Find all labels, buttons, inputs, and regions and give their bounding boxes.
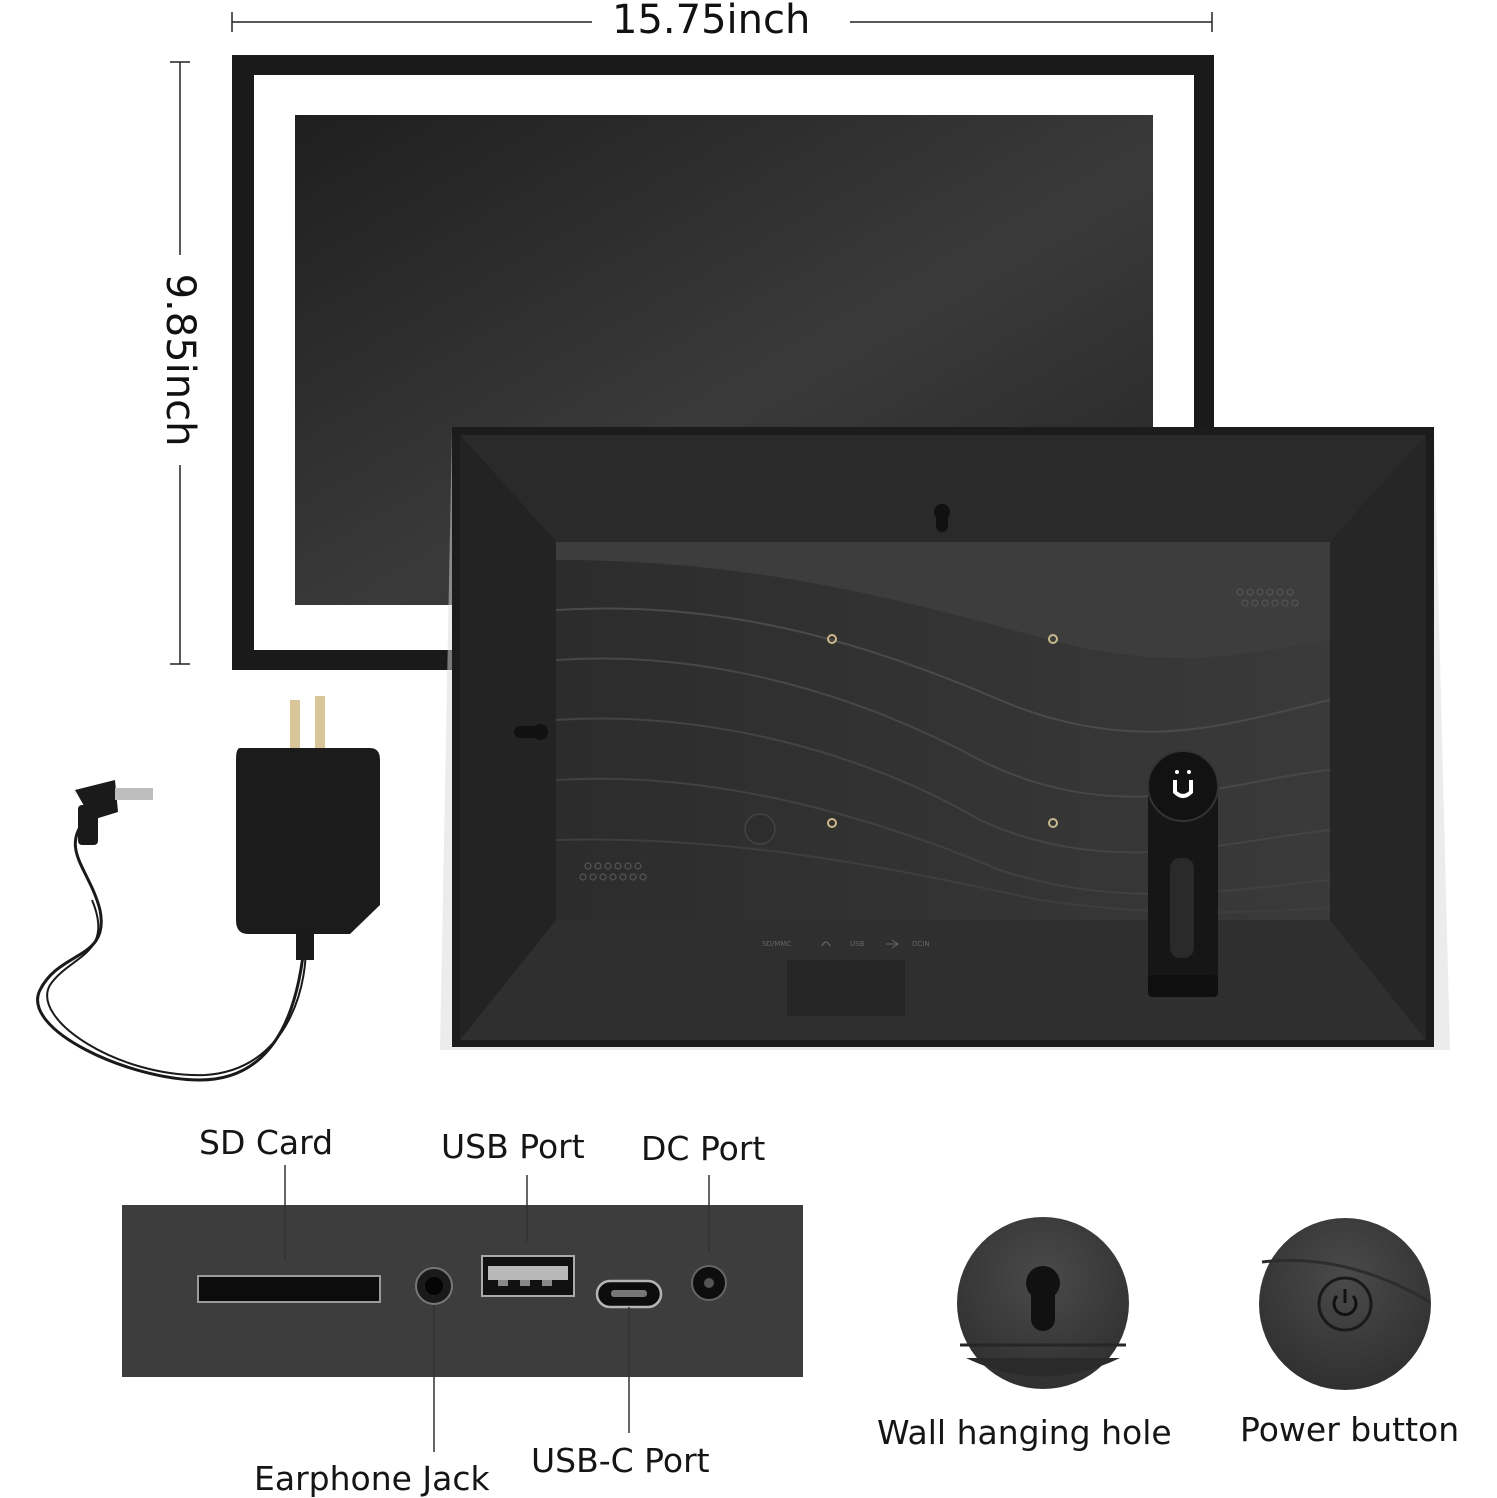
sd-card-label: SD Card bbox=[199, 1123, 334, 1162]
port-marking-icons bbox=[821, 939, 899, 949]
power-button-label: Power button bbox=[1240, 1410, 1460, 1449]
u-logo-icon bbox=[1173, 770, 1193, 798]
usb-port-label: USB Port bbox=[441, 1127, 585, 1166]
power-button-detail bbox=[1259, 1218, 1431, 1390]
speaker-grille-icon bbox=[1236, 588, 1299, 607]
marking-dcin: DCIN bbox=[912, 940, 930, 948]
stand bbox=[1147, 750, 1219, 997]
dc-port-label: DC Port bbox=[641, 1129, 766, 1168]
power-icon bbox=[1332, 1289, 1358, 1316]
width-label: 15.75inch bbox=[612, 0, 811, 43]
wall-hanging-hole-label: Wall hanging hole bbox=[877, 1413, 1172, 1452]
marking-sdmmc: SD/MMC bbox=[762, 940, 791, 948]
width-dimension bbox=[231, 12, 1213, 32]
keyhole-icon bbox=[1026, 1266, 1060, 1331]
height-dimension bbox=[170, 61, 190, 665]
usb-c-port-label: USB-C Port bbox=[531, 1441, 710, 1480]
wall-hanging-hole-detail bbox=[957, 1217, 1129, 1389]
speaker-grille-icon bbox=[579, 862, 647, 881]
power-adapter bbox=[36, 696, 380, 1082]
marking-usb: USB bbox=[850, 940, 865, 948]
earphone-jack-label: Earphone Jack bbox=[254, 1459, 490, 1498]
height-label: 9.85inch bbox=[157, 273, 203, 447]
keyhole-icon bbox=[514, 724, 548, 740]
keyhole-icon bbox=[934, 504, 950, 532]
port-strip bbox=[122, 1165, 803, 1452]
back-panel bbox=[440, 427, 1450, 1050]
